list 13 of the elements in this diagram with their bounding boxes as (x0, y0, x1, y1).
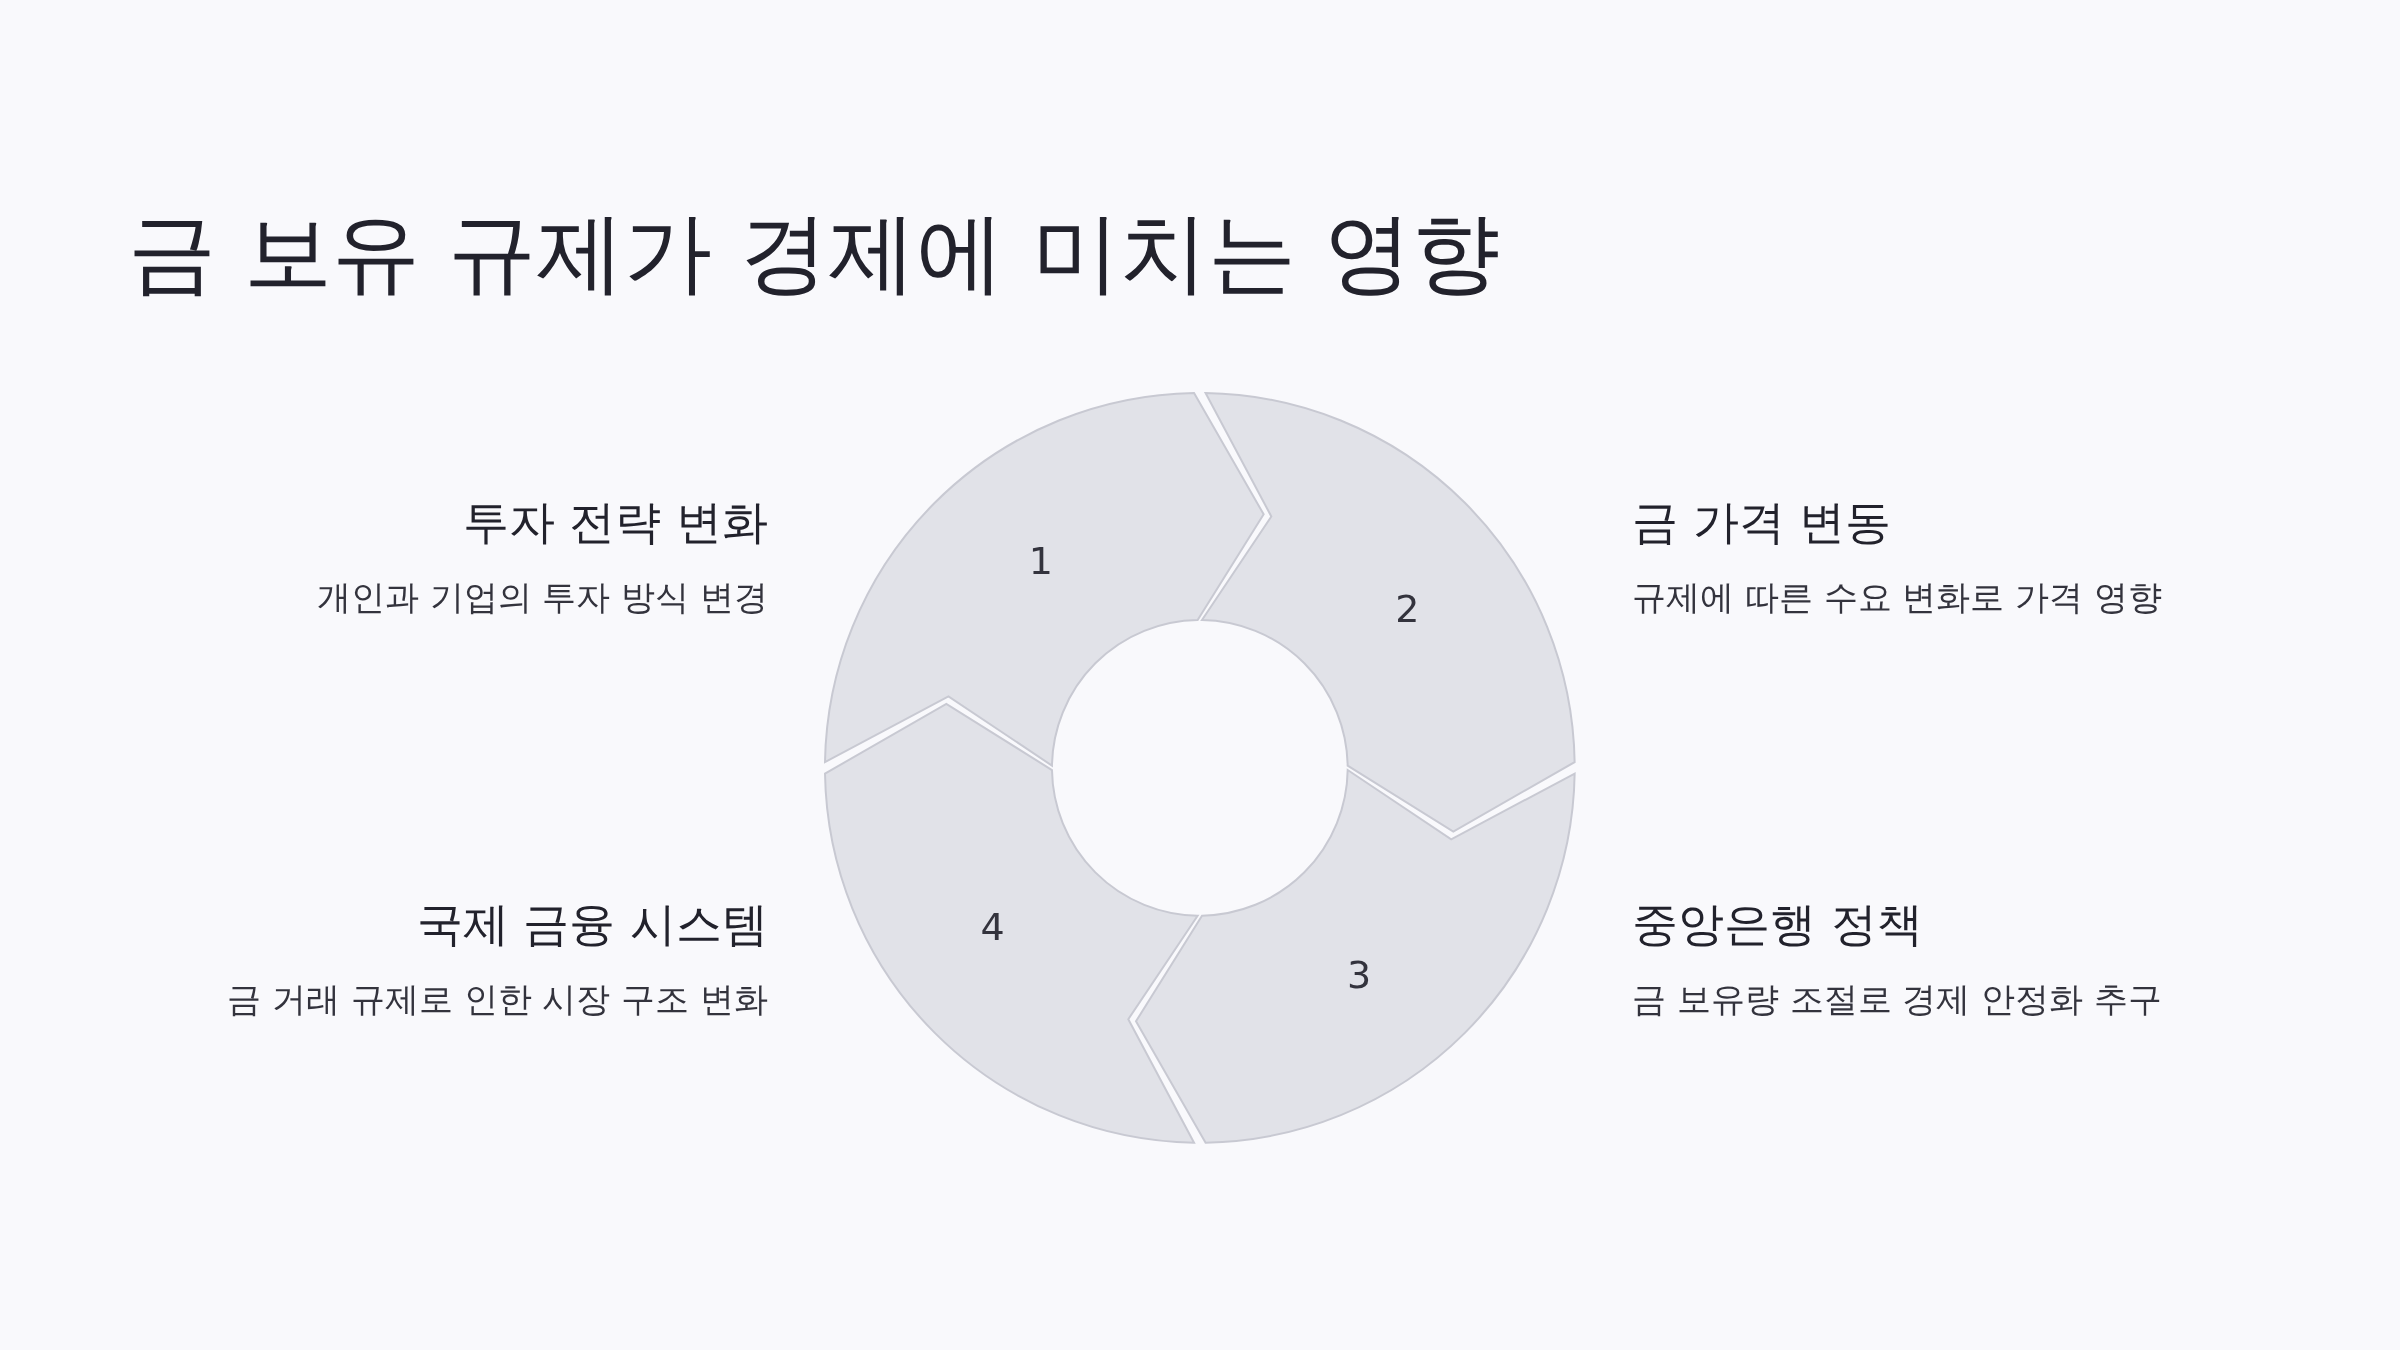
step-number: 3 (1347, 956, 1372, 995)
step-description: 금 거래 규제로 인한 시장 구조 변화 (227, 979, 768, 1020)
step-heading: 투자 전략 변화 (462, 495, 768, 551)
step-number: 4 (980, 908, 1005, 947)
step-heading: 금 가격 변동 (1632, 495, 1892, 551)
step-description: 금 보유량 조절로 경제 안정화 추구 (1632, 979, 2163, 1020)
step-description: 개인과 기업의 투자 방식 변경 (316, 577, 768, 618)
title: 금 보유 규제가 경제에 미치는 영향 (128, 200, 1500, 306)
step-number: 2 (1395, 589, 1420, 628)
step-heading: 중앙은행 정책 (1632, 897, 1923, 953)
step-heading: 국제 금융 시스템 (416, 897, 768, 953)
step-number: 1 (1028, 541, 1053, 580)
step-description: 규제에 따른 수요 변화로 가격 영향 (1632, 577, 2163, 618)
